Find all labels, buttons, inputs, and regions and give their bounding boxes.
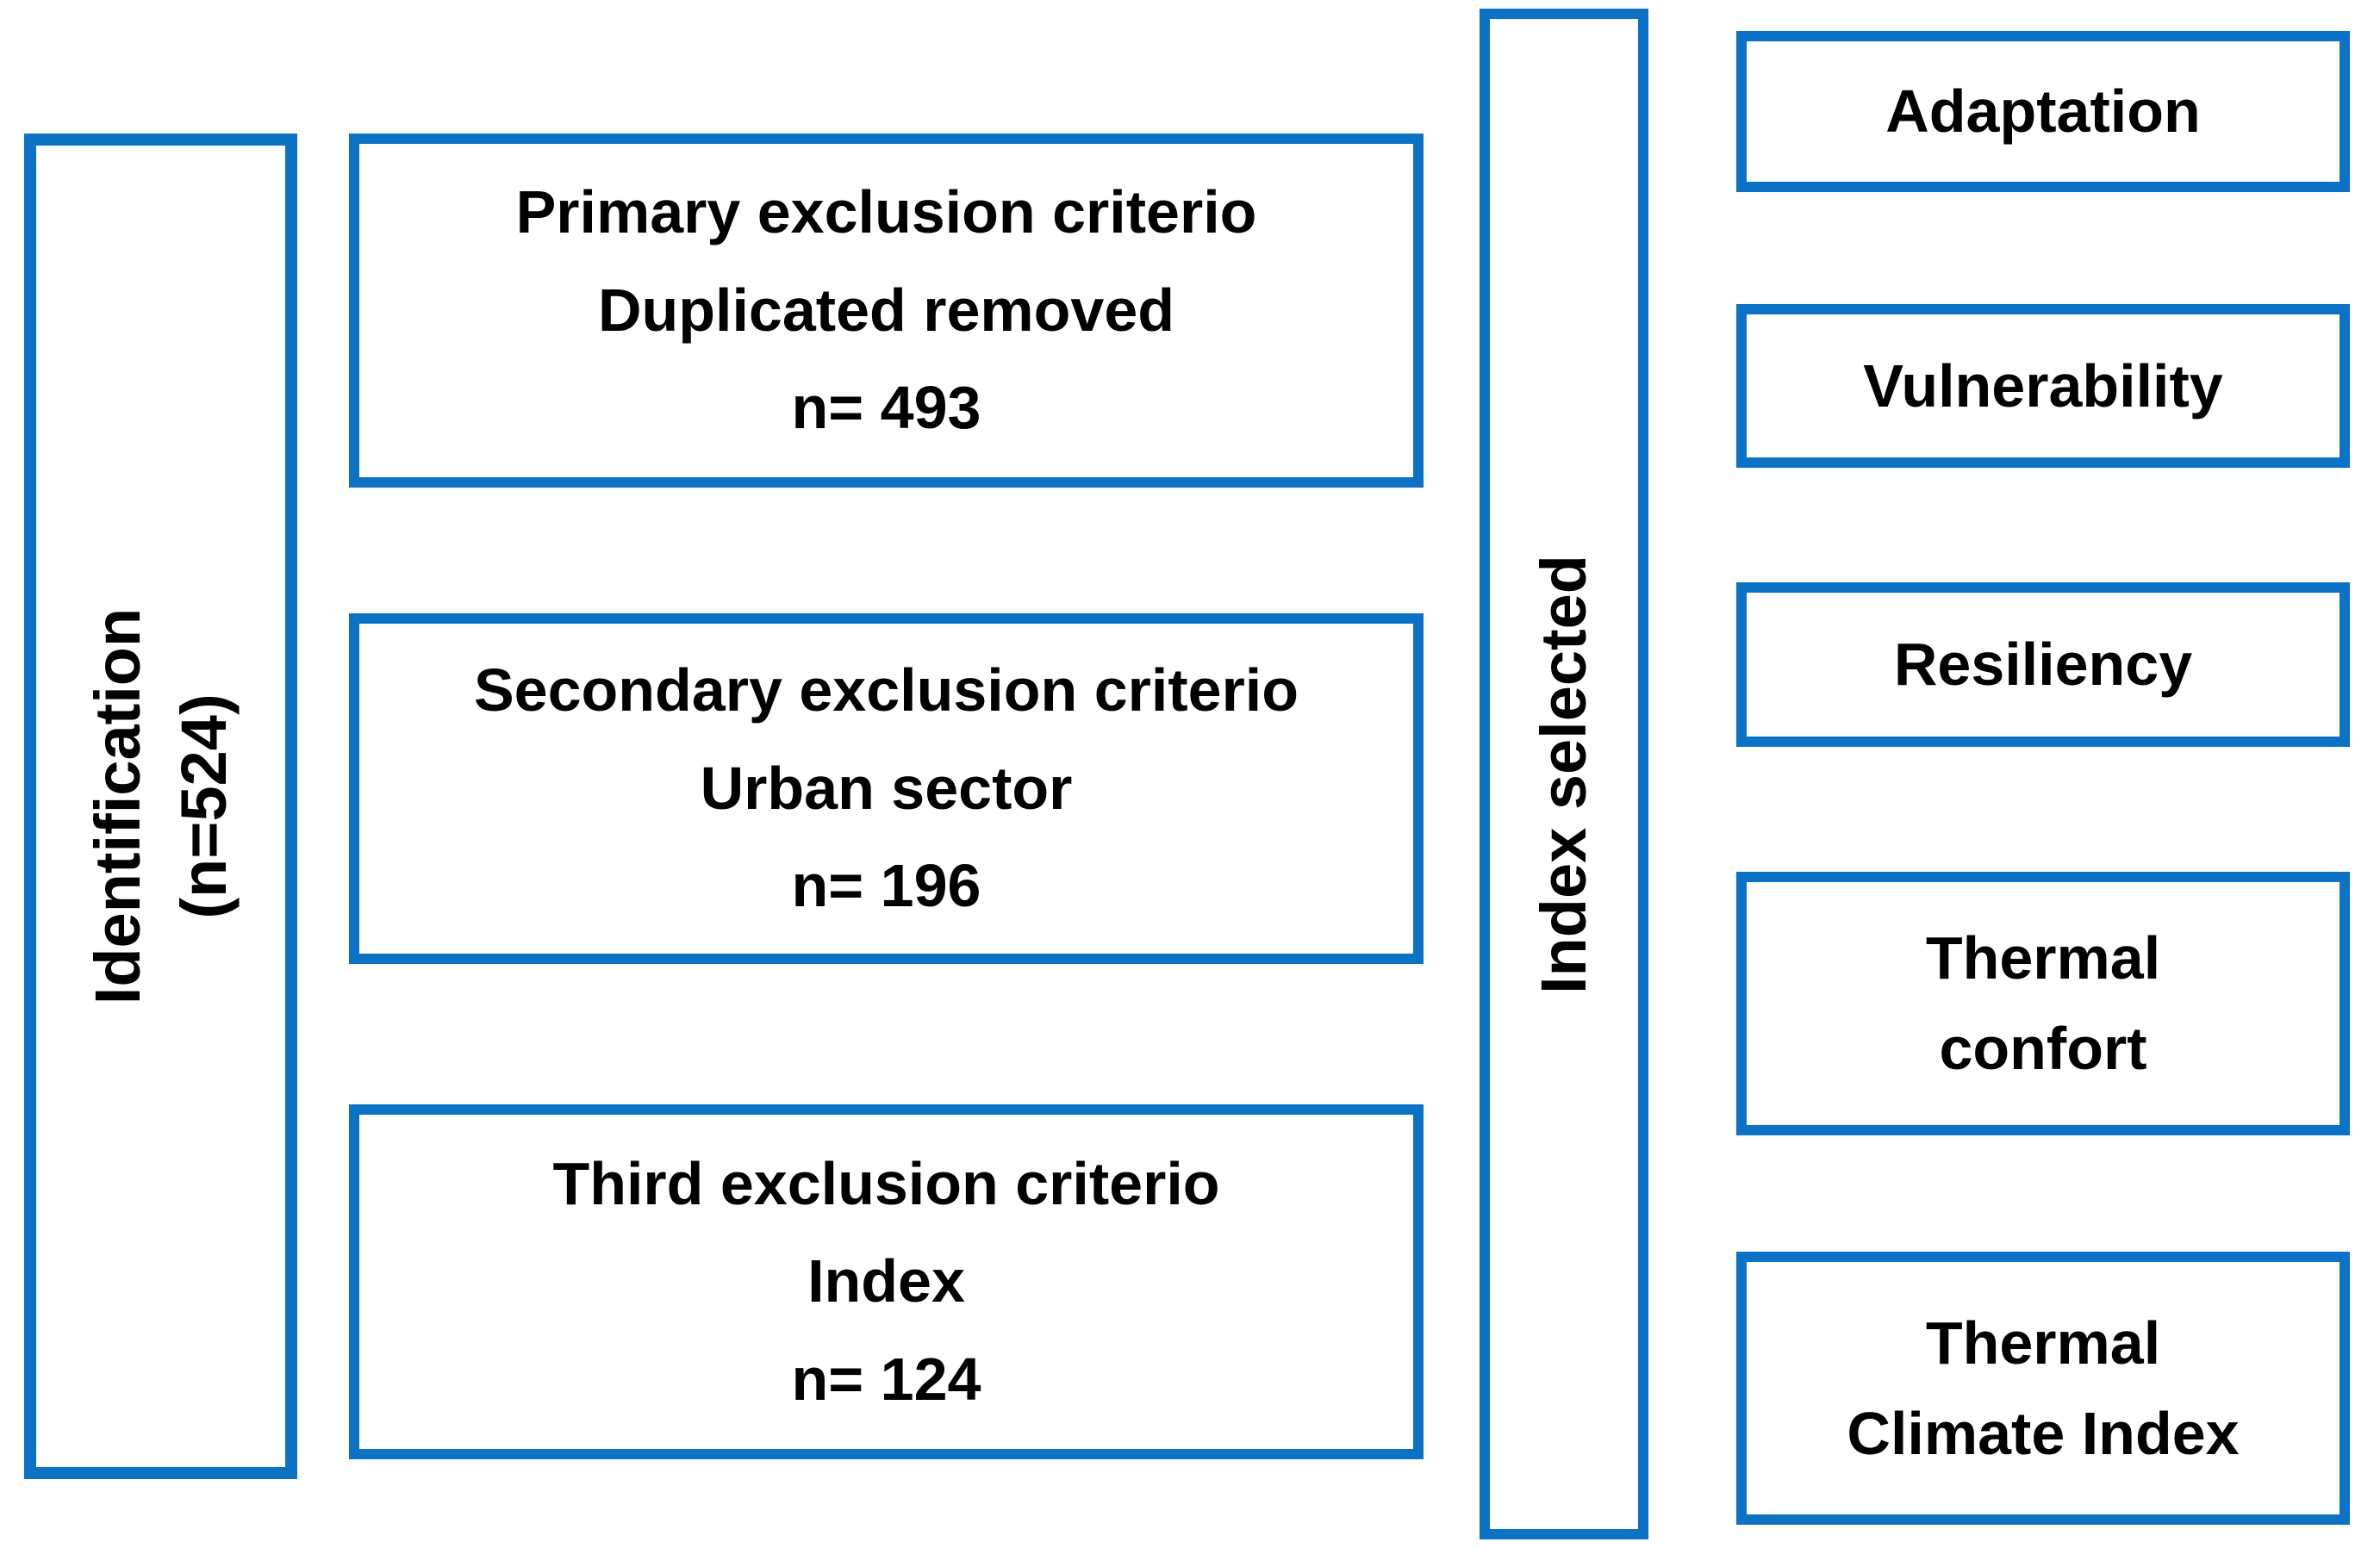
identification-box: Identification (n=524) xyxy=(24,134,297,1479)
index-box-thermal-climate-index: Thermal Climate Index xyxy=(1736,1252,2350,1525)
index-box-thermal-confort: Thermal confort xyxy=(1736,872,2350,1135)
index-box-adaptation: Adaptation xyxy=(1736,31,2350,192)
index-box-thermal-climate-index-line1: Thermal xyxy=(1925,1309,2161,1377)
step-third-count: n= 124 xyxy=(791,1345,981,1413)
identification-label-line2: (n=524) xyxy=(167,693,240,919)
step-secondary-exclusion-box: Secondary exclusion criterio Urban secto… xyxy=(349,613,1424,964)
index-box-vulnerability-label: Vulnerability xyxy=(1863,351,2223,420)
step-secondary-count: n= 196 xyxy=(791,852,981,920)
index-box-thermal-confort-line1: Thermal xyxy=(1925,924,2161,992)
step-third-line1: Third exclusion criterio xyxy=(552,1149,1220,1217)
step-third-line2: Index xyxy=(807,1247,965,1315)
index-selected-box: Index selected xyxy=(1480,9,1648,1539)
index-box-adaptation-label: Adaptation xyxy=(1885,78,2201,145)
index-box-vulnerability: Vulnerability xyxy=(1736,304,2350,468)
step-secondary-line1: Secondary exclusion criterio xyxy=(473,656,1299,724)
index-selected-label: Index selected xyxy=(1528,554,1600,994)
step-primary-exclusion-box: Primary exclusion criterio Duplicated re… xyxy=(349,134,1424,488)
step-primary-line1: Primary exclusion criterio xyxy=(515,178,1257,246)
index-box-thermal-confort-line2: confort xyxy=(1939,1015,2147,1082)
step-third-exclusion-box: Third exclusion criterio Index n= 124 xyxy=(349,1104,1424,1459)
index-box-resiliency: Resiliency xyxy=(1736,582,2350,747)
step-primary-line2: Duplicated removed xyxy=(597,276,1175,344)
step-secondary-line2: Urban sector xyxy=(700,754,1073,822)
index-box-thermal-climate-index-line2: Climate Index xyxy=(1847,1399,2240,1467)
step-primary-count: n= 493 xyxy=(791,374,981,442)
identification-label-line1: Identification xyxy=(81,607,153,1005)
index-box-resiliency-label: Resiliency xyxy=(1893,631,2193,698)
identification-label: Identification (n=524) xyxy=(75,608,247,1004)
